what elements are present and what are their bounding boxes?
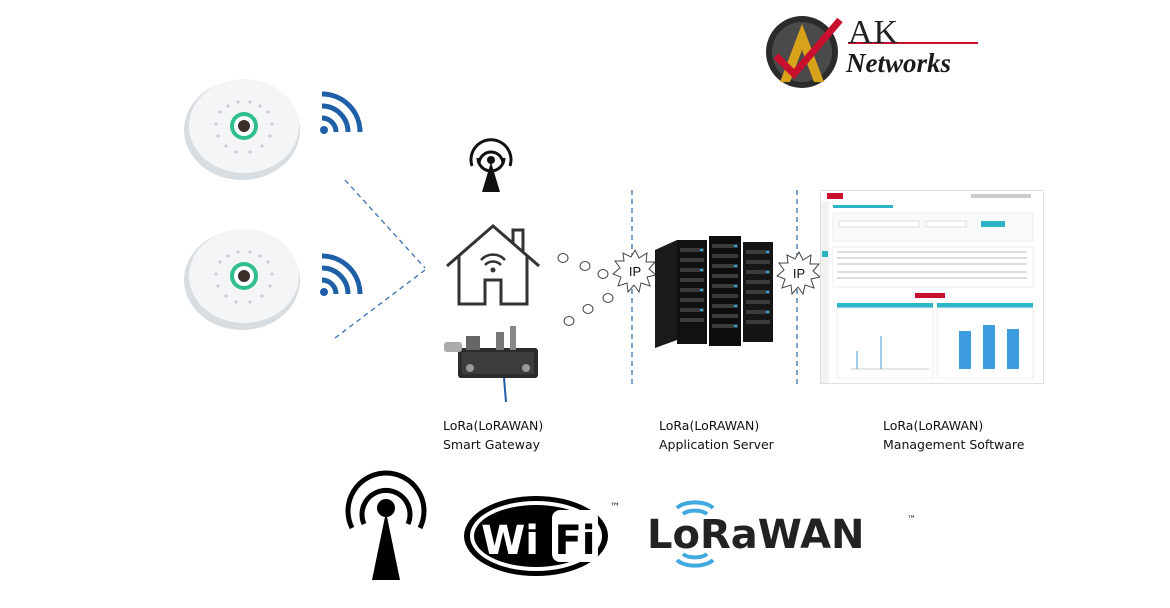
brand-name: Networks	[846, 48, 952, 78]
server-caption-line2: Application Server	[659, 437, 774, 452]
software-caption: LoRa(LoRAWAN) Management Software	[883, 416, 1024, 454]
gateway-caption-line2: Smart Gateway	[443, 437, 541, 452]
antenna-icon	[464, 136, 518, 199]
gateway-caption-line1: LoRa(LoRAWAN)	[443, 418, 544, 433]
brand-initials: AK	[848, 14, 900, 51]
lorawan-logo: LoRaWAN ™	[645, 496, 916, 576]
ip-burst-1: IP	[612, 248, 658, 299]
signal-wave-icon	[318, 88, 366, 141]
wifi-logo-left: Wi	[481, 518, 539, 564]
signal-wave-icon	[318, 250, 366, 303]
ip-label: IP	[629, 264, 641, 279]
gateway-device	[440, 322, 550, 407]
server-caption-line1: LoRa(LoRAWAN)	[659, 418, 760, 433]
wifi-logo: Wi Fi ™	[460, 488, 624, 584]
brand-emblem-icon	[766, 16, 843, 88]
lorawan-trademark: ™	[907, 515, 915, 525]
server-caption: LoRa(LoRAWAN) Application Server	[659, 416, 774, 454]
brand-underline: AK	[848, 14, 978, 51]
ip-label: IP	[793, 266, 805, 281]
sensor-device-1	[180, 72, 302, 189]
home-wifi-icon	[443, 220, 543, 313]
server-rack	[655, 236, 777, 357]
software-caption-line2: Management Software	[883, 437, 1025, 452]
management-software-screenshot	[820, 190, 1044, 384]
lorawan-wordmark: LoRaWAN	[647, 512, 865, 558]
gateway-caption: LoRa(LoRAWAN) Smart Gateway	[443, 416, 543, 454]
sensor-device-2	[180, 222, 302, 339]
dashed-link-top	[344, 179, 426, 269]
software-caption-line1: LoRa(LoRAWAN)	[883, 418, 984, 433]
tower-antenna-icon	[336, 470, 436, 587]
wifi-logo-right: Fi	[554, 518, 595, 564]
dashed-link-bottom	[334, 269, 426, 339]
data-bubbles	[557, 253, 614, 326]
ip-burst-2: IP	[776, 250, 822, 301]
wifi-trademark: ™	[610, 502, 620, 513]
brand-logo: AK Networks	[760, 12, 990, 92]
